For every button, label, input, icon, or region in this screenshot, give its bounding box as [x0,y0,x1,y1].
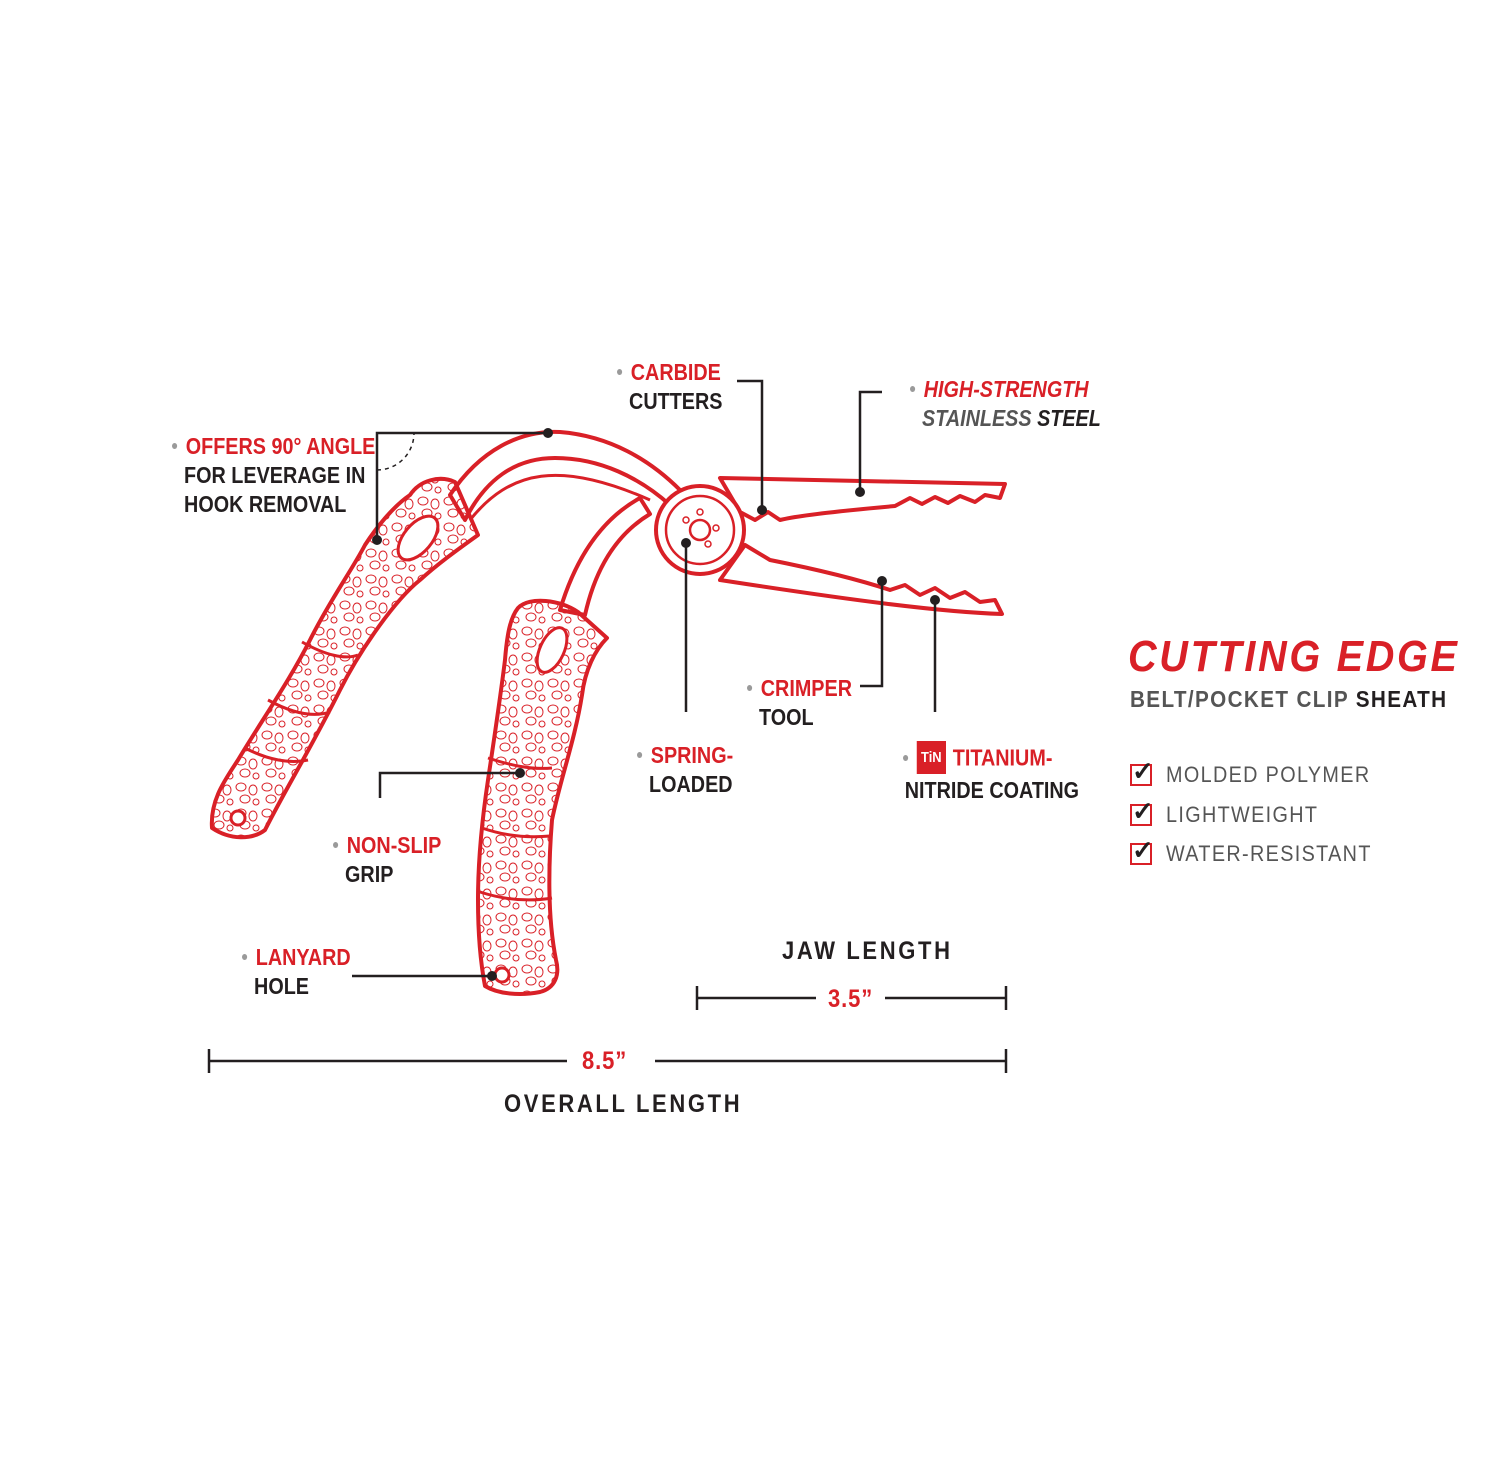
tin-badge: TiN [916,741,946,774]
checkbox-box: ✓ [1130,756,1154,786]
checkmark-icon: ✓ [1132,796,1154,826]
lower-arm [558,496,652,617]
leader-crimper [860,581,884,688]
leader-carbide [737,379,764,510]
callout-steel: HIGH-STRENGTH STAINLESS STEEL [910,375,1101,433]
callout-carbide: CARBIDE CUTTERS [617,358,722,416]
callout-spring: SPRING- LOADED [637,741,733,799]
callout-lanyard: LANYARD HOLE [242,943,351,1001]
leader-steel [858,390,882,492]
overall-length-label: OVERALL LENGTH [504,1090,743,1118]
overall-length-value: 8.5” [582,1047,628,1075]
leader-nonslip [378,771,520,798]
callout-angle: OFFERS 90° ANGLE FOR LEVERAGE IN HOOK RE… [172,432,375,519]
checkbox-box: ✓ [1130,835,1154,865]
jaw-length-label: JAW LENGTH [782,937,953,965]
callout-crimper: CRIMPER TOOL [747,674,852,732]
jaw-length-value: 3.5” [828,985,874,1013]
feature-item: ✓ LIGHTWEIGHT [1130,796,1319,827]
checkmark-icon: ✓ [1132,835,1154,865]
checkbox-box: ✓ [1130,796,1154,826]
checkmark-icon: ✓ [1132,756,1154,786]
feature-item: ✓ WATER-RESISTANT [1130,835,1372,866]
feature-item: ✓ MOLDED POLYMER [1130,756,1371,787]
upper-jaw [718,476,1007,522]
callout-nonslip: NON-SLIP GRIP [333,831,441,889]
sheath-title: CUTTING EDGE [1128,632,1460,681]
sheath-subtitle: BELT/POCKET CLIP SHEATH [1130,686,1448,712]
leader-angle [375,431,548,540]
lower-jaw [718,543,1004,616]
lower-grip [476,598,609,996]
